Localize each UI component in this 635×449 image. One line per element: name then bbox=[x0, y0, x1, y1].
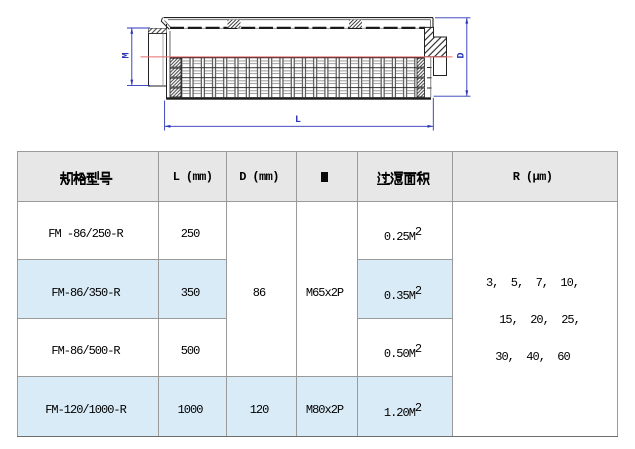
svg-text:L: L bbox=[295, 115, 301, 126]
svg-text:M: M bbox=[122, 52, 133, 58]
svg-text:D: D bbox=[457, 52, 468, 58]
